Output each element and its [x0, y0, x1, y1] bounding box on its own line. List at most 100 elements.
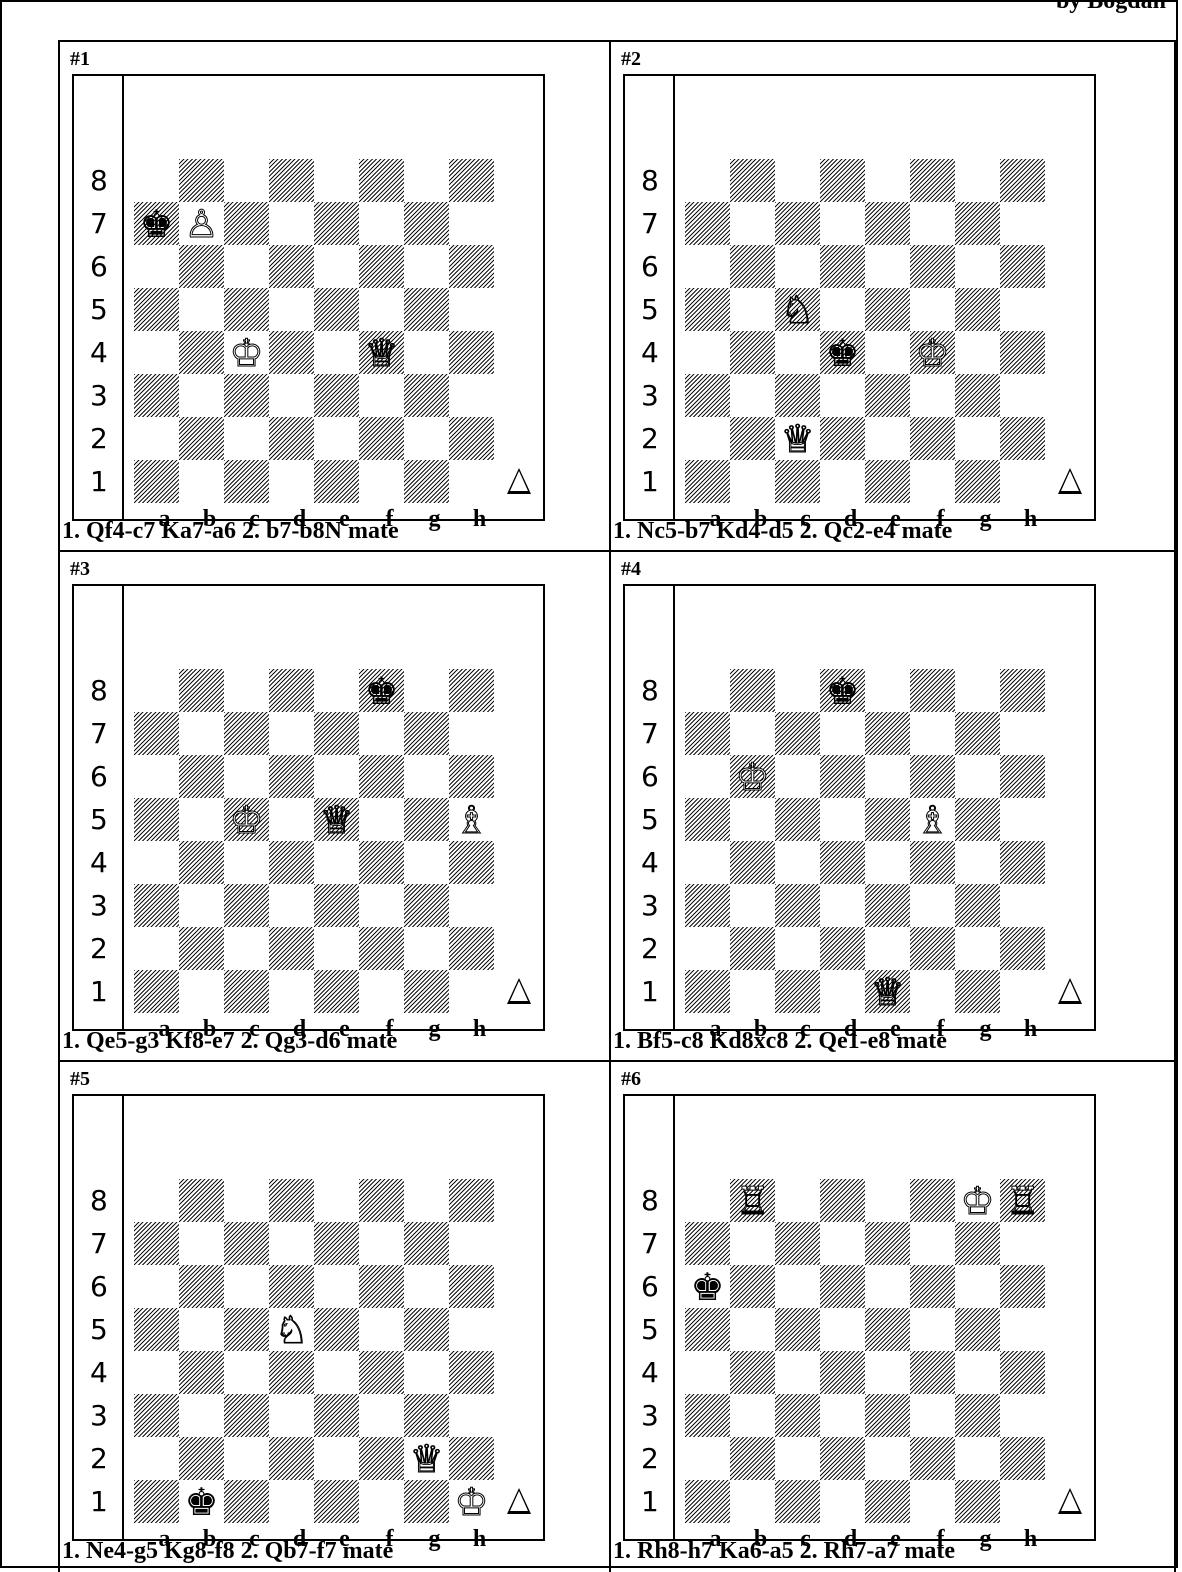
board-square — [179, 245, 224, 288]
board-square — [269, 202, 314, 245]
board-square — [134, 1222, 179, 1265]
board-square — [820, 202, 865, 245]
board-square — [955, 1437, 1000, 1480]
board-square — [134, 460, 179, 503]
board-square — [685, 798, 730, 841]
board-square — [269, 288, 314, 331]
board-square — [314, 927, 359, 970]
white-to-move-triangle-icon — [1058, 468, 1082, 494]
board-square — [359, 288, 404, 331]
problem-number: #6 — [621, 1068, 641, 1091]
board-square — [359, 1351, 404, 1394]
problem-number: #2 — [621, 48, 641, 71]
board-square — [910, 669, 955, 712]
board-square — [269, 331, 314, 374]
problem-cell-5: #587654321♘♕♚♔abcdefgh1. Ne4-g5 Kg8-f8 2… — [60, 1062, 607, 1572]
board-square — [449, 1308, 494, 1351]
rank-label: 4 — [641, 331, 659, 374]
board-square — [730, 460, 775, 503]
board-square — [404, 755, 449, 798]
board-square — [359, 927, 404, 970]
board-square — [224, 1480, 269, 1523]
board-square — [224, 1351, 269, 1394]
board-square — [179, 374, 224, 417]
rank-label: 6 — [641, 1265, 659, 1308]
board-square — [910, 374, 955, 417]
board-square — [775, 1394, 820, 1437]
board-square — [134, 1480, 179, 1523]
board-square — [269, 245, 314, 288]
rank-label-divider — [673, 76, 675, 519]
board-square — [1000, 1351, 1045, 1394]
rank-label: 2 — [641, 417, 659, 460]
board-square — [910, 884, 955, 927]
board-square — [910, 1351, 955, 1394]
board-square — [775, 970, 820, 1013]
board-square — [449, 245, 494, 288]
board-square — [685, 202, 730, 245]
rank-label: 6 — [90, 755, 108, 798]
board-square — [269, 159, 314, 202]
black-king-icon: ♚ — [820, 331, 865, 374]
board-square — [314, 1394, 359, 1437]
board-square — [955, 417, 1000, 460]
board-square — [359, 1394, 404, 1437]
board-square — [775, 460, 820, 503]
board-square — [955, 460, 1000, 503]
board-square — [404, 288, 449, 331]
board-square — [730, 712, 775, 755]
board-square — [775, 755, 820, 798]
board-square — [685, 1179, 730, 1222]
rank-label: 2 — [90, 1437, 108, 1480]
board-square — [134, 1394, 179, 1437]
board-square — [314, 970, 359, 1013]
board-square — [134, 159, 179, 202]
board-square — [404, 884, 449, 927]
rank-label: 8 — [90, 159, 108, 202]
board-square — [865, 460, 910, 503]
solution-text: 1. Qf4-c7 Ka7-a6 2. b7-b8N mate — [60, 516, 399, 546]
board-square — [449, 841, 494, 884]
board-square — [179, 1394, 224, 1437]
board-square — [865, 417, 910, 460]
board-square — [359, 202, 404, 245]
board-square — [1000, 159, 1045, 202]
board-square — [314, 755, 359, 798]
board-square — [134, 1437, 179, 1480]
board-square — [865, 841, 910, 884]
board-square — [865, 202, 910, 245]
board-square — [910, 1437, 955, 1480]
board-square — [775, 669, 820, 712]
board-square — [955, 1351, 1000, 1394]
file-label: g — [963, 506, 1008, 533]
board-square — [820, 288, 865, 331]
board-square — [1000, 288, 1045, 331]
board-square — [134, 798, 179, 841]
white-queen-icon: ♕ — [404, 1437, 449, 1480]
board-square — [685, 669, 730, 712]
solution-text: 1. Nc5-b7 Kd4-d5 2. Qc2-e4 mate — [611, 516, 952, 546]
board-square — [775, 841, 820, 884]
problem-cell-6: #687654321♖♔♖♚abcdefgh1. Rh8-h7 Ka6-a5 2… — [611, 1062, 1158, 1572]
board-square — [179, 884, 224, 927]
board-square — [449, 712, 494, 755]
board-square — [865, 1394, 910, 1437]
board-square — [775, 1480, 820, 1523]
rank-labels: 87654321 — [641, 159, 659, 503]
solution-text: 1. Qe5-g3 Kf8-e7 2. Qg3-d6 mate — [60, 1026, 397, 1056]
file-label: g — [963, 1526, 1008, 1553]
board-square — [910, 1308, 955, 1351]
board-square — [910, 202, 955, 245]
board-square — [1000, 755, 1045, 798]
board-square — [1000, 798, 1045, 841]
board-square — [730, 1351, 775, 1394]
board-square — [730, 288, 775, 331]
board-square — [179, 1265, 224, 1308]
board-square — [730, 970, 775, 1013]
board-square — [955, 1222, 1000, 1265]
board-square — [1000, 245, 1045, 288]
board-square — [224, 1308, 269, 1351]
board-square — [179, 331, 224, 374]
problem-cell-1: #187654321♚♙♔♕abcdefgh1. Qf4-c7 Ka7-a6 2… — [60, 42, 607, 552]
